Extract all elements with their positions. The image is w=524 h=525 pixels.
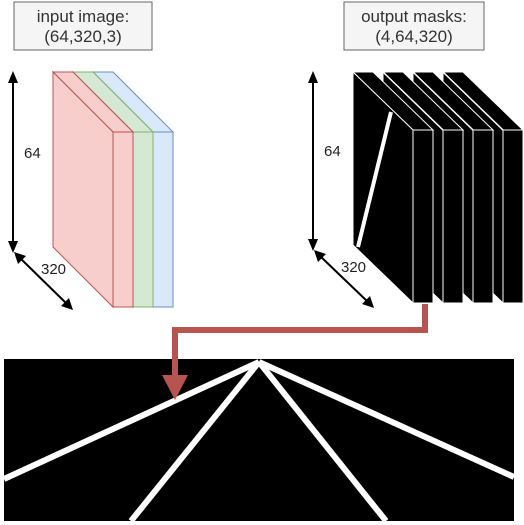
output-label-line2: (4,64,320): [375, 27, 453, 46]
input-label-line2: (64,320,3): [44, 27, 122, 46]
combined-mask-lanes: [2, 359, 516, 523]
output-width-arrow: [314, 250, 374, 308]
input-width-label: 320: [41, 261, 66, 278]
output-width-label: 320: [341, 259, 366, 276]
channel-red: [51, 70, 135, 309]
mask-slice-1: [351, 70, 435, 305]
output-label-line1: output masks:: [361, 7, 467, 26]
input-width-arrow: [14, 252, 73, 310]
input-height-label: 64: [24, 145, 41, 162]
output-masks-label-box: output masks: (4,64,320): [343, 1, 485, 51]
output-height-arrow: [308, 71, 318, 251]
input-height-arrow: [8, 71, 18, 253]
output-mask-stack: [351, 70, 524, 305]
input-label-frame: [13, 1, 153, 51]
combined-mask-image: [2, 359, 516, 523]
input-image-stack: [51, 70, 175, 309]
output-label-frame: [343, 1, 485, 51]
input-label-line1: input image:: [37, 7, 130, 26]
input-image-label-box: input image: (64,320,3): [13, 1, 153, 51]
mask-lane-line: [356, 111, 393, 248]
flow-arrow: [162, 304, 428, 400]
output-height-label: 64: [324, 143, 341, 160]
